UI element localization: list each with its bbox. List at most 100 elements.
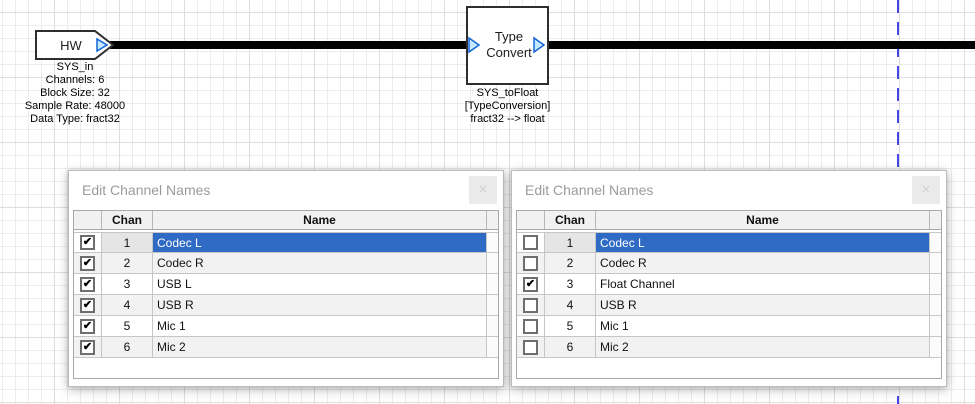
- dialog-title: Edit Channel Names: [525, 182, 654, 198]
- header-scrollbar-strip: [487, 211, 498, 229]
- type-convert-label-line2: Convert: [486, 45, 532, 60]
- scrollbar-strip-cell: [487, 316, 498, 336]
- caption-line: Sample Rate: 48000: [24, 100, 126, 112]
- scrollbar-strip-cell: [487, 253, 498, 273]
- type-convert-input-port-icon[interactable]: [468, 36, 481, 54]
- chan-cell[interactable]: 1: [102, 233, 153, 252]
- table-header: Chan Name: [516, 210, 942, 230]
- checkbox-cell[interactable]: [517, 316, 545, 336]
- scrollbar-strip-cell: [930, 316, 941, 336]
- chan-cell[interactable]: 3: [545, 274, 596, 294]
- channel-checkbox-checked[interactable]: ✔: [80, 297, 95, 313]
- caption-line: SYS_toFloat: [476, 87, 539, 99]
- name-cell[interactable]: USB R: [153, 295, 487, 315]
- name-cell[interactable]: Float Channel: [596, 274, 930, 294]
- chan-cell[interactable]: 5: [102, 316, 153, 336]
- chan-cell[interactable]: 4: [102, 295, 153, 315]
- chan-cell[interactable]: 2: [102, 253, 153, 273]
- channel-checkbox-unchecked[interactable]: [523, 339, 538, 355]
- caption-line: Channels: 6: [45, 74, 105, 86]
- channel-checkbox-checked[interactable]: ✔: [80, 235, 95, 250]
- checkbox-cell[interactable]: ✔: [74, 253, 102, 273]
- close-icon[interactable]: ×: [912, 176, 940, 204]
- channel-checkbox-unchecked[interactable]: [523, 235, 538, 250]
- name-cell[interactable]: Mic 2: [596, 337, 930, 357]
- hw-output-port-icon[interactable]: [96, 37, 109, 53]
- scrollbar-strip-cell: [487, 337, 498, 357]
- name-cell[interactable]: USB R: [596, 295, 930, 315]
- name-cell[interactable]: USB L: [153, 274, 487, 294]
- chan-cell[interactable]: 4: [545, 295, 596, 315]
- checkbox-cell[interactable]: ✔: [74, 295, 102, 315]
- checkbox-cell[interactable]: ✔: [74, 337, 102, 357]
- name-cell[interactable]: Codec L: [153, 233, 487, 252]
- channel-checkbox-unchecked[interactable]: [523, 255, 538, 271]
- chan-cell[interactable]: 6: [102, 337, 153, 357]
- checkbox-cell[interactable]: [517, 233, 545, 252]
- checkbox-cell[interactable]: ✔: [74, 233, 102, 252]
- hw-input-block[interactable]: HW: [33, 29, 117, 63]
- channel-checkbox-checked[interactable]: ✔: [80, 276, 95, 292]
- dialog-title: Edit Channel Names: [82, 182, 211, 198]
- channel-checkbox-checked[interactable]: ✔: [80, 318, 95, 334]
- scrollbar-strip-cell: [930, 233, 941, 252]
- name-cell[interactable]: Codec R: [153, 253, 487, 273]
- wire-hw-to-typeconvert[interactable]: [110, 41, 468, 49]
- chan-cell[interactable]: 6: [545, 337, 596, 357]
- scrollbar-strip-cell: [930, 253, 941, 273]
- name-cell[interactable]: Mic 1: [596, 316, 930, 336]
- name-cell[interactable]: Codec R: [596, 253, 930, 273]
- scrollbar-strip-cell: [930, 295, 941, 315]
- dialog-titlebar[interactable]: Edit Channel Names ×: [69, 171, 503, 210]
- type-convert-block[interactable]: Type Convert: [464, 4, 552, 88]
- channel-checkbox-checked[interactable]: ✔: [80, 255, 95, 271]
- checkbox-cell[interactable]: [517, 253, 545, 273]
- channel-checkbox-checked[interactable]: ✔: [523, 276, 538, 292]
- type-convert-output-port-icon[interactable]: [533, 36, 546, 54]
- caption-line: SYS_in: [56, 61, 94, 73]
- dialog-titlebar[interactable]: Edit Channel Names ×: [512, 171, 946, 210]
- checkbox-cell[interactable]: ✔: [517, 274, 545, 294]
- checkbox-cell[interactable]: ✔: [74, 316, 102, 336]
- chan-cell[interactable]: 5: [545, 316, 596, 336]
- chan-cell[interactable]: 1: [545, 233, 596, 252]
- name-cell[interactable]: Mic 2: [153, 337, 487, 357]
- scrollbar-strip-cell: [930, 274, 941, 294]
- wire-typeconvert-output[interactable]: [547, 41, 975, 49]
- hw-block-shape[interactable]: [35, 30, 115, 60]
- channel-checkbox-unchecked[interactable]: [523, 297, 538, 313]
- checkbox-cell[interactable]: [517, 295, 545, 315]
- scrollbar-strip-cell: [487, 233, 498, 252]
- channel-checkbox-checked[interactable]: ✔: [80, 339, 95, 355]
- type-convert-label-line1: Type: [495, 29, 523, 44]
- header-chan: Chan: [545, 211, 596, 229]
- chan-cell[interactable]: 3: [102, 274, 153, 294]
- header-name: Name: [596, 211, 930, 229]
- close-icon[interactable]: ×: [469, 176, 497, 204]
- chan-cell[interactable]: 2: [545, 253, 596, 273]
- caption-line: fract32 --> float: [470, 113, 545, 125]
- checkbox-cell[interactable]: [517, 337, 545, 357]
- name-cell[interactable]: Mic 1: [153, 316, 487, 336]
- channel-checkbox-unchecked[interactable]: [523, 318, 538, 334]
- checkbox-cell[interactable]: ✔: [74, 274, 102, 294]
- name-cell[interactable]: Codec L: [596, 233, 930, 252]
- hw-block-label: HW: [60, 38, 82, 53]
